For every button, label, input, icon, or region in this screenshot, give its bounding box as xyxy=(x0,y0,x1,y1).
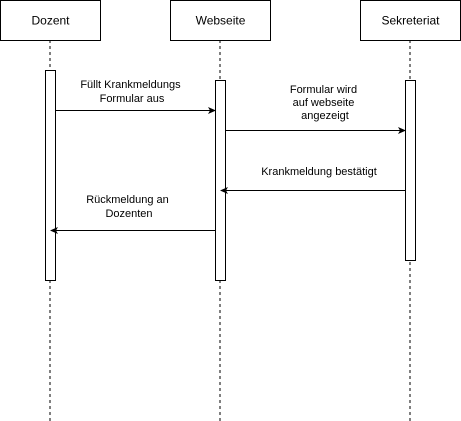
activation-bar-dozent xyxy=(45,70,56,281)
message-label-2: Formular wird auf webseite angezeigt xyxy=(290,84,360,122)
message-label-2-line-3: angezeigt xyxy=(301,110,349,122)
participant-label-sekreteriat: Sekreteriat xyxy=(381,14,440,28)
message-1: Füllt Krankmeldungs Formular aus xyxy=(56,79,216,114)
participant-label-dozent: Dozent xyxy=(31,14,70,28)
participant-webseite: Webseite xyxy=(170,0,271,41)
message-2: Formular wird auf webseite angezeigt xyxy=(226,84,406,134)
participant-dozent: Dozent xyxy=(0,0,101,41)
participant-sekreteriat: Sekreteriat xyxy=(360,0,461,41)
message-4: Rückmeldung an Dozenten xyxy=(50,194,215,234)
activation-bar-webseite xyxy=(215,80,226,281)
message-label-4-line-1: Rückmeldung an xyxy=(86,194,169,206)
message-label-1-line-1: Füllt Krankmeldungs xyxy=(80,79,181,91)
message-3: Krankmeldung bestätigt xyxy=(220,166,405,194)
message-label-2-line-1: Formular wird xyxy=(290,84,357,96)
message-label-1: Füllt Krankmeldungs Formular aus xyxy=(80,79,183,105)
message-label-1-line-2: Formular aus xyxy=(100,93,165,105)
message-label-3: Krankmeldung bestätigt xyxy=(261,166,377,178)
message-label-3-line-1: Krankmeldung bestätigt xyxy=(261,166,377,178)
message-label-2-line-2: auf webseite xyxy=(293,97,355,109)
message-label-4-line-2: Dozenten xyxy=(105,208,152,220)
message-label-4: Rückmeldung an Dozenten xyxy=(86,194,172,220)
activation-bar-sekreteriat xyxy=(405,80,416,261)
participant-label-webseite: Webseite xyxy=(196,14,246,28)
